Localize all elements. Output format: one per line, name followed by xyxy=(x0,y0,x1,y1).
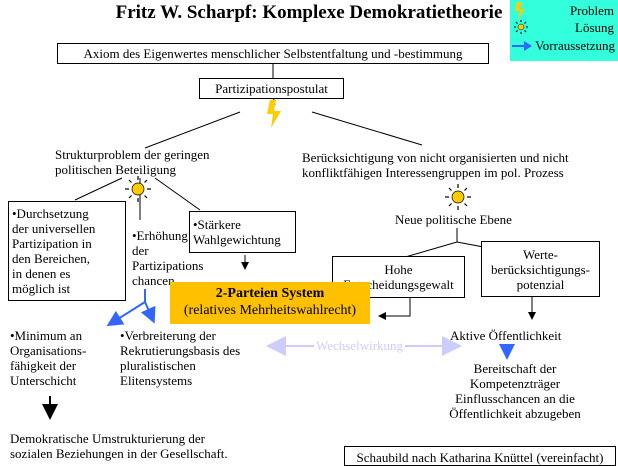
postulat-box: Partizipationspostulat xyxy=(199,78,344,99)
legend-problem-label: Problem xyxy=(569,3,614,18)
hohe-entscheidung-text: Hohe Entscheidungsgewalt xyxy=(343,262,454,292)
sun-icon xyxy=(514,20,528,34)
staerkere-text: •Stärkere Wahlgewichtung xyxy=(193,217,281,247)
lightning-icon xyxy=(515,2,525,20)
neue-ebene-text: Neue politische Ebene xyxy=(395,212,512,227)
branch-left-line xyxy=(144,111,241,149)
werte-text: Werte- berücksichtigungs- potenzial xyxy=(491,247,590,292)
bereitschaft-text: Bereitschaft der Kompetenzträger Einflus… xyxy=(449,361,581,421)
durchsetzung-box: •Durchsetzung der universellen Partizipa… xyxy=(8,201,126,301)
branch-right-line xyxy=(311,111,423,146)
erhoehung-text: •Erhöhung der Partizipations chancen xyxy=(132,228,204,288)
problem-lightning-icon xyxy=(267,100,281,128)
zwei-parteien-sub: (relatives Mehrheitswahlrecht) xyxy=(183,303,357,318)
minimum-text: •Minimum an Organisations- fähigkeit der… xyxy=(10,328,87,388)
schaubild-box: Schaubild nach Katharina Knüttel (verein… xyxy=(344,446,616,466)
postulat-text: Partizipationspostulat xyxy=(215,81,328,96)
blue-arrow-icon xyxy=(512,41,532,51)
staerkere-box: •Stärkere Wahlgewichtung xyxy=(189,211,296,253)
left-problem-text: Strukturproblem der geringen politischen… xyxy=(55,147,210,177)
verbreiterung-text: •Verbreiterung der Rekrutierungsbasis de… xyxy=(120,328,241,388)
schaubild-text: Schaubild nach Katharina Knüttel (verein… xyxy=(356,450,604,465)
axiom-text: Axiom des Eigenwertes menschlicher Selbs… xyxy=(83,46,463,61)
legend: Problem Lösung Vorraussetzung xyxy=(510,0,618,61)
left-sun-icon xyxy=(125,176,151,202)
legend-loesung-label: Lösung xyxy=(575,20,614,35)
legend-voraussetzung-label: Vorraussetzung xyxy=(535,38,615,53)
zwei-parteien-title: 2-Parteien System xyxy=(215,286,325,301)
page-title: Fritz W. Scharpf: Komplexe Demokratiethe… xyxy=(115,2,503,23)
demokratische-text: Demokratische Umstrukturierung der sozia… xyxy=(10,431,228,461)
wechselwirkung-label: Wechselwirkung xyxy=(314,338,406,353)
axiom-box: Axiom des Eigenwertes menschlicher Selbs… xyxy=(57,43,489,64)
werte-box: Werte- berücksichtigungs- potenzial xyxy=(481,241,600,297)
right-problem-text: Berücksichtigung von nicht organisierten… xyxy=(302,150,569,180)
zwei-parteien-box: 2-Parteien System (relatives Mehrheitswa… xyxy=(170,282,370,324)
right-sun-icon xyxy=(445,184,471,210)
aktive-text: Aktive Öffentlichkeit xyxy=(450,328,562,343)
durchsetzung-text: •Durchsetzung der universellen Partizipa… xyxy=(12,206,96,296)
